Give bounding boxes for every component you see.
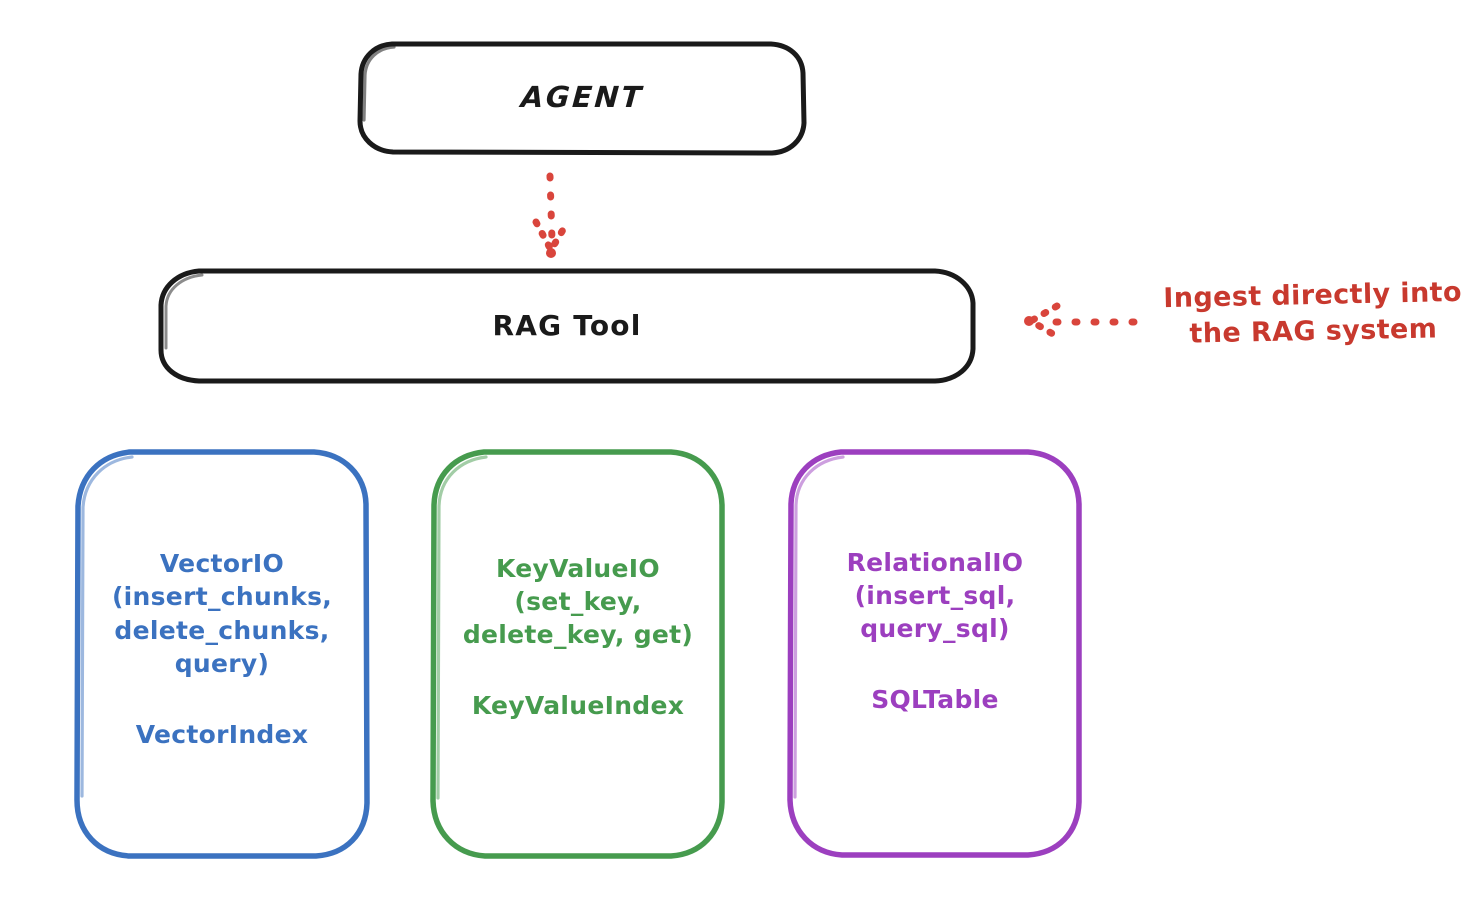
node-agent[interactable]: AGENT <box>357 41 807 156</box>
key-value-io-api-label: KeyValueIO (set_key, delete_key, get) <box>462 553 694 650</box>
key-value-io-index-label: KeyValueIndex <box>471 691 685 721</box>
node-relational-io[interactable]: RelationalIO (insert_sql, query_sql) SQL… <box>785 448 1085 860</box>
vector-io-content: VectorIO (insert_chunks, delete_chunks, … <box>72 547 372 749</box>
ingest-annotation-text: Ingest directly into the RAG system <box>1163 276 1463 350</box>
node-vector-io[interactable]: VectorIO (insert_chunks, delete_chunks, … <box>72 448 372 860</box>
relational-io-api-label: RelationalIO (insert_sql, query_sql) <box>846 547 1024 644</box>
key-value-io-content: KeyValueIO (set_key, delete_key, get) Ke… <box>428 552 728 721</box>
relational-io-index-label: SQLTable <box>871 685 999 715</box>
node-key-value-io[interactable]: KeyValueIO (set_key, delete_key, get) Ke… <box>428 448 728 860</box>
vector-io-index-label: VectorIndex <box>135 720 309 749</box>
agent-to-rag-tool-arrow <box>532 172 571 258</box>
rag-tool-label: RAG Tool <box>492 309 642 343</box>
relational-io-content: RelationalIO (insert_sql, query_sql) SQL… <box>785 546 1085 715</box>
agent-label: AGENT <box>519 80 645 115</box>
vector-io-api-label: VectorIO (insert_chunks, delete_chunks, … <box>111 549 333 678</box>
ingest-to-rag-tool-arrow <box>1024 302 1138 341</box>
node-rag-tool[interactable]: RAG Tool <box>157 268 977 384</box>
